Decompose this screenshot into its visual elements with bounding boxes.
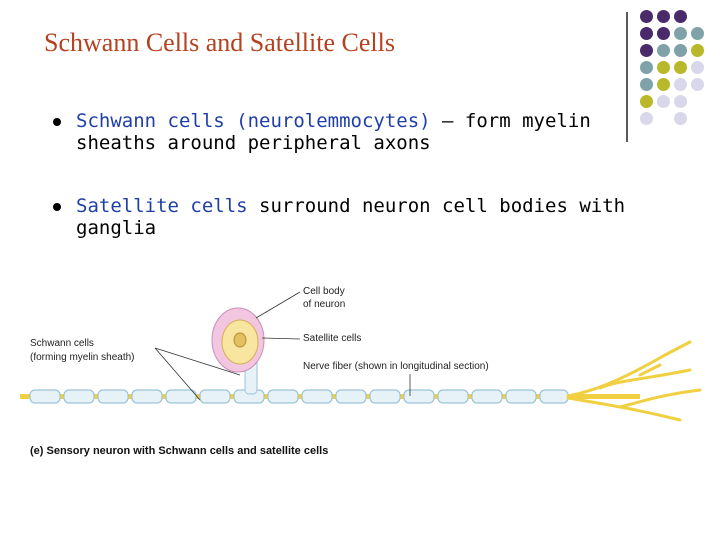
neuron-diagram: Cell body of neuron Satellite cells Nerv… [20,286,702,457]
bullet-text: surround neuron cell bodies with [247,195,626,217]
decor-dot [691,61,704,74]
label-schwann-2: (forming myelin sheath) [30,352,134,363]
decor-dot [674,78,687,91]
decor-dot [674,27,687,40]
decor-dot [657,61,670,74]
decor-dot [674,95,687,108]
decor-dot [640,78,653,91]
decor-dot [674,10,687,23]
decor-dot [640,61,653,74]
decor-dot [640,27,653,40]
sensory-endings [566,340,702,422]
decor-dot [657,78,670,91]
bullet-marker [53,203,61,211]
bullet-term: Schwann cells (neurolemmocytes) [76,110,431,132]
bullet-marker [53,118,61,126]
label-nerve-fiber: Nerve fiber (shown in longitudinal secti… [303,361,489,372]
decor-dot [640,95,653,108]
figure-caption: (e) Sensory neuron with Schwann cells an… [30,445,328,457]
bullet-text: ganglia [76,217,157,239]
neuron-nucleus [233,332,247,348]
decor-dot [674,61,687,74]
decor-dot [674,112,687,125]
bullet-text: sheaths around peripheral axons [76,132,431,154]
decor-dot [691,44,704,57]
label-cell-body-1: Cell body [303,286,345,297]
bullet-satellite: Satellite cells surround neuron cell bod… [76,195,625,239]
decor-dot [657,44,670,57]
label-schwann-1: Schwann cells [30,338,94,349]
decorative-vertical-rule [626,12,628,142]
decor-dot [640,10,653,23]
bullet-text: – form myelin [430,110,591,132]
decor-dot [657,10,670,23]
slide-title: Schwann Cells and Satellite Cells [44,28,395,57]
decor-dot [674,44,687,57]
decor-dot [640,112,653,125]
decor-dot [657,27,670,40]
bullet-schwann: Schwann cells (neurolemmocytes) – form m… [76,110,591,154]
label-satellite-cells: Satellite cells [303,333,361,344]
bullet-term: Satellite cells [76,195,248,217]
decor-dot [657,95,670,108]
schwann-cell-segments [29,389,569,404]
decor-dot [640,44,653,57]
decor-dot [691,78,704,91]
label-cell-body-2: of neuron [303,299,345,310]
decor-dot [691,27,704,40]
